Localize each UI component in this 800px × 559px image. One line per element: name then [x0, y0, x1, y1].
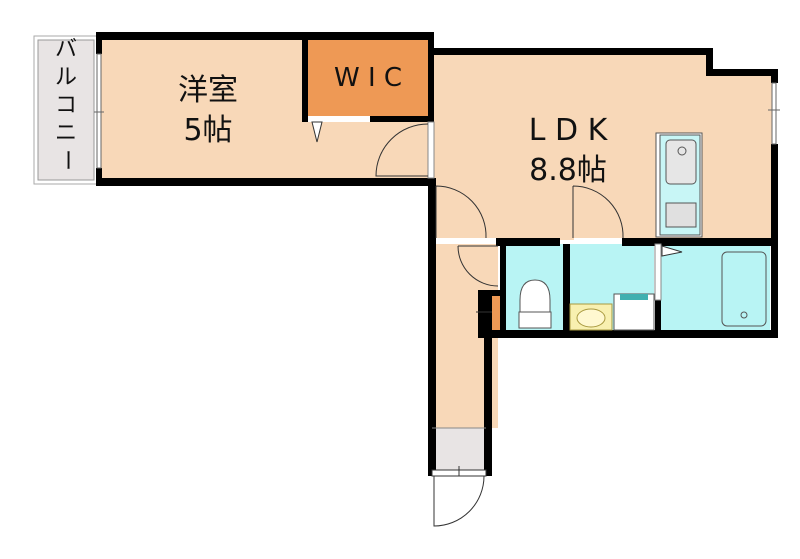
balcony-label-3: ニ: [55, 121, 77, 146]
ldk-name: L D K: [529, 113, 609, 148]
balcony-label-1: ル: [55, 65, 77, 90]
kitchen-counter: [655, 132, 703, 238]
toilet-icon: [518, 279, 552, 329]
washing-machine-icon: [613, 293, 655, 331]
western-room-size: 5帖: [183, 113, 232, 148]
entrance: [432, 428, 486, 470]
wic-room: [308, 38, 428, 118]
sink-icon: [665, 139, 697, 185]
washbasin-icon: [569, 303, 613, 331]
stove-icon: [665, 202, 697, 228]
balcony: [33, 35, 99, 185]
windows: [94, 53, 780, 169]
western-room-name: 洋室: [178, 73, 238, 108]
wic-label: W I C: [334, 63, 402, 93]
ldk-size: 8.8帖: [529, 153, 607, 188]
doors: [308, 116, 683, 527]
bathtub-icon: [721, 251, 767, 327]
balcony-label-2: コ: [55, 93, 77, 118]
balcony-label-4: ー: [54, 149, 79, 171]
balcony-label-0: バ: [55, 37, 77, 62]
walls: [96, 32, 778, 476]
